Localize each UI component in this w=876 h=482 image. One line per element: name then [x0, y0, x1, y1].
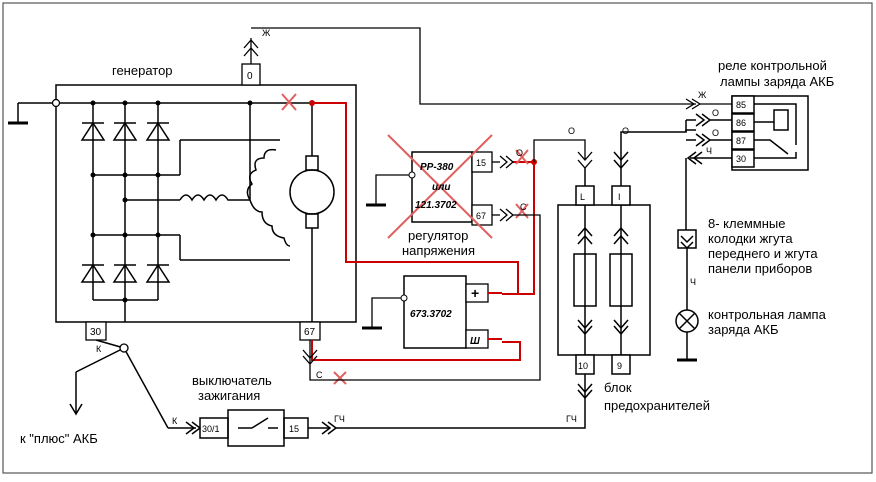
regulator-label-1: регулятор	[408, 228, 468, 243]
relay-terminal-85: 85	[736, 100, 746, 110]
switch-terminal-30-1: 30/1	[202, 424, 220, 434]
wire-label-k-2: К	[172, 416, 178, 426]
relay-terminal-87: 87	[736, 136, 746, 146]
new-regulator	[362, 275, 502, 349]
relay-terminal-86: 86	[736, 118, 746, 128]
red-wiring	[311, 102, 535, 361]
relay-terminal-30: 30	[736, 154, 746, 164]
lamp-label-2: заряда АКБ	[708, 322, 779, 337]
old-regulator-model-1: РР-380	[420, 162, 454, 173]
reg-terminal-67-label: 67	[476, 211, 486, 221]
battery-label: к "плюс" АКБ	[20, 431, 98, 446]
fuse-block-label-1: блок	[604, 380, 632, 395]
wire-label-o-relay-2: О	[712, 128, 719, 138]
relay-label-2: лампы заряда АКБ	[720, 74, 834, 89]
switch-label-2: зажигания	[198, 388, 260, 403]
generator-label: генератор	[112, 63, 173, 78]
wire-zh	[243, 27, 732, 110]
fuse-terminal-10: 10	[578, 361, 588, 371]
fuse-terminal-l: L	[580, 192, 585, 202]
gen-terminal-67-label: 67	[304, 327, 316, 338]
connector-label-1: 8- клеммные	[708, 216, 785, 231]
wire-label-o-reg: О	[516, 148, 523, 158]
wire-label-o-fuse-i: О	[622, 126, 629, 136]
old-regulator	[366, 134, 493, 239]
wire-label-s-gen: С	[316, 370, 323, 380]
outer-border	[2, 2, 873, 474]
connector-label-3: переднего и жгута	[708, 246, 818, 261]
relay-label-1: реле контрольной	[718, 58, 827, 73]
connector-and-lamp	[675, 229, 699, 362]
wire-label-o-relay-1: О	[712, 108, 719, 118]
wire-label-ch-relay: Ч	[706, 146, 712, 156]
new-reg-sh-terminal: Ш	[470, 336, 480, 347]
ignition-wiring	[69, 339, 586, 447]
wire-label-o-fuse-l: О	[568, 126, 575, 136]
gen-terminal-0-label: 0	[247, 71, 253, 82]
junction-dots	[90, 100, 315, 303]
switch-label-1: выключатель	[192, 373, 272, 388]
wire-label-gch-2: ГЧ	[566, 414, 577, 424]
fuse-terminal-i: I	[618, 192, 621, 202]
battery-junction	[119, 343, 129, 353]
wire-label-s-reg: С	[520, 202, 527, 212]
wire-label-gch-1: ГЧ	[334, 414, 345, 424]
wire-label-zh-top: Ж	[262, 28, 271, 38]
new-regulator-model: 673.3702	[410, 309, 452, 320]
reg-terminal-15-label: 15	[476, 158, 486, 168]
generator	[8, 84, 357, 323]
connector-label-4: панели приборов	[708, 261, 812, 276]
wire-o-s	[302, 139, 593, 381]
old-regulator-model-3: 121.3702	[415, 200, 457, 211]
junction-node	[51, 98, 61, 108]
new-reg-plus-terminal: +	[471, 285, 479, 301]
charge-relay	[685, 95, 809, 230]
switch-terminal-15: 15	[289, 424, 299, 434]
lamp-label-1: контрольная лампа	[708, 307, 827, 322]
wire-label-k-1: К	[96, 344, 102, 354]
gen-terminal-30-label: 30	[90, 327, 102, 338]
fuse-block	[557, 129, 696, 425]
connector-label-2: колодки жгута	[708, 231, 793, 246]
wire-label-zh-relay: Ж	[698, 90, 707, 100]
fuse-terminal-9: 9	[617, 361, 622, 371]
fuse-block-label-2: предохранителей	[604, 398, 710, 413]
wire-label-ch-lamp: Ч	[690, 277, 696, 287]
cut-marks	[281, 93, 529, 385]
regulator-label-2: напряжения	[402, 243, 475, 258]
old-regulator-model-2: или	[432, 182, 450, 193]
